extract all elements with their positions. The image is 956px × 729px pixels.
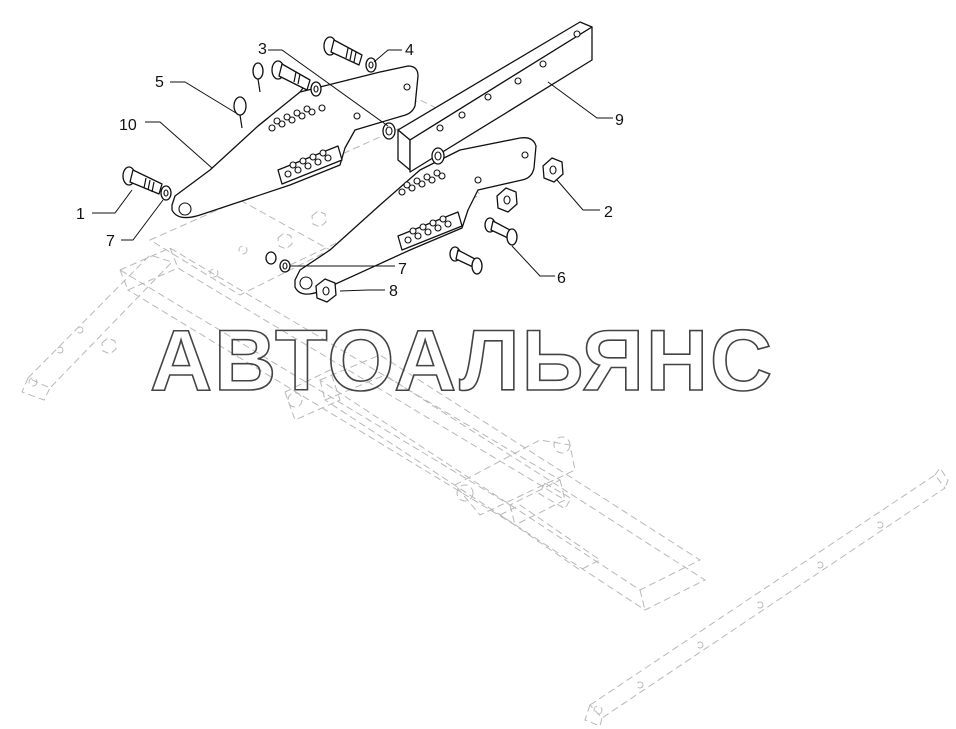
bolt-upper-left-bracket: [271, 60, 311, 91]
callout-label-6: 6: [557, 270, 566, 287]
left-bracket-holes-lower: [284, 149, 332, 178]
callout-label-7-left: 7: [106, 233, 115, 250]
callout-label-10: 10: [119, 117, 137, 134]
nut-part-8: [315, 278, 337, 303]
bolt-lower-right: [449, 246, 483, 275]
watermark-text: АВТОАЛЬЯНС: [150, 313, 774, 409]
washer-upper-left-bracket: [310, 81, 322, 97]
callout-label-5: 5: [155, 74, 164, 91]
washer-part-7-left: [160, 185, 172, 201]
right-bracket-holes-upper: [398, 169, 446, 196]
bolt-part-1: [122, 166, 163, 195]
nut-right-bracket: [496, 187, 518, 213]
right-bracket: [294, 137, 537, 295]
bushing-part-3: [382, 122, 445, 165]
callout-label-4: 4: [405, 42, 414, 59]
cotter-pin-part-5: [233, 62, 264, 129]
callouts: 1 2 3 4 5 6 7 7 8 9 10: [76, 41, 624, 300]
long-plate-part-9: [397, 21, 593, 173]
left-bracket-part-10: [171, 65, 419, 219]
callout-label-1: 1: [76, 206, 85, 223]
callout-label-2: 2: [604, 204, 613, 221]
nut-part-2: [542, 157, 564, 183]
callout-label-7-right: 7: [398, 261, 407, 278]
right-bracket-holes-lower: [404, 215, 452, 244]
callout-label-8: 8: [389, 283, 398, 300]
washer-part-7-right: [265, 251, 291, 273]
callout-label-9: 9: [615, 112, 624, 129]
bolt-part-4-top: [323, 36, 363, 66]
left-bracket-holes-upper: [268, 104, 326, 132]
hidden-hardware: [101, 210, 327, 355]
bolt-part-6: [484, 217, 518, 246]
washer-part-4: [365, 57, 377, 73]
callout-label-3: 3: [258, 41, 267, 58]
watermark: АВТОАЛЬЯНС: [149, 312, 774, 410]
